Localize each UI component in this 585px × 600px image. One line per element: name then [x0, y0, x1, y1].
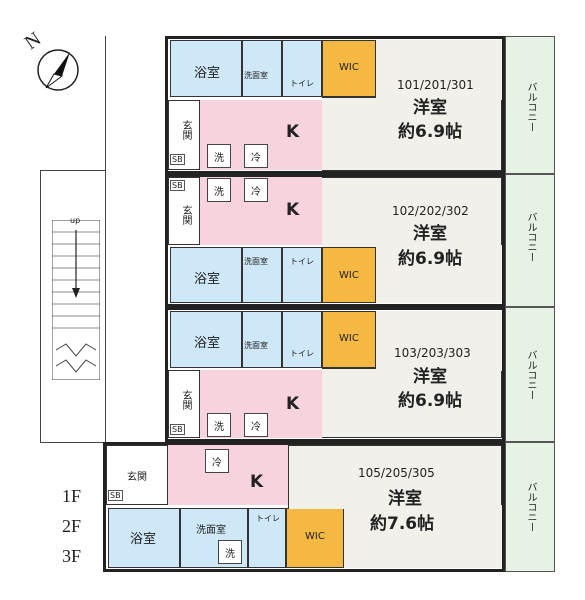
unit-103-balcony [505, 307, 555, 442]
floor-label-1f: 1F [62, 486, 82, 506]
unit-103-wic [322, 311, 376, 368]
unit-102-room-lower [376, 245, 502, 303]
unit-105-room-lower [344, 505, 502, 568]
compass-icon [37, 49, 79, 91]
unit-101-washroom-label: 洗面室 [244, 71, 268, 80]
unit-105-entrance-label: 玄関 [127, 472, 147, 483]
unit-105-bath [108, 508, 180, 568]
unit-102-balcony-label: バルコニー [525, 212, 536, 262]
unit-103-number: 103/203/303 [394, 346, 471, 360]
unit-103-wic-label: WIC [339, 333, 359, 344]
corridor-edge [40, 170, 105, 443]
unit-101-shoebox: SB [170, 154, 185, 165]
unit-102-toilet-label: トイレ [290, 257, 314, 266]
unit-101-wic [322, 40, 376, 97]
unit-102-wic-label: WIC [339, 270, 359, 281]
unit-102-balcony [505, 174, 555, 307]
unit-103-room-upper [376, 311, 502, 371]
unit-103 [165, 307, 505, 442]
unit-102-kitchen-label: K [286, 200, 300, 220]
unit-105-washroom-label: 洗面室 [196, 525, 226, 536]
unit-102-bath [170, 247, 242, 303]
unit-103-washroom-label: 洗面室 [244, 341, 268, 350]
unit-105-room-type: 洋室 [388, 489, 422, 509]
unit-103-kitchen-label: K [286, 394, 300, 414]
unit-101-room-size: 約6.9帖 [398, 122, 463, 142]
unit-101-toilet-label: トイレ [290, 79, 314, 88]
floor-label-3f: 3F [62, 546, 82, 566]
unit-105-washer: 洗 [218, 540, 242, 564]
unit-102-bath-label: 浴室 [194, 272, 221, 287]
unit-102 [165, 174, 505, 307]
unit-101-bath-label: 浴室 [194, 66, 221, 81]
unit-103-room-type: 洋室 [413, 367, 447, 387]
unit-102-number: 102/202/302 [392, 204, 469, 218]
unit-101-room-upper [376, 40, 502, 100]
unit-103-bath [170, 311, 242, 368]
unit-105-wic-label: WIC [305, 531, 325, 542]
unit-105-wic [286, 508, 344, 568]
unit-101-balcony-label: バルコニー [525, 82, 536, 132]
unit-105-kitchen-label: K [250, 472, 264, 492]
unit-105-number: 105/205/305 [358, 466, 435, 480]
unit-102-washroom-label: 洗面室 [244, 257, 268, 266]
unit-102-wic [322, 247, 376, 303]
unit-102-shoebox: SB [170, 180, 185, 191]
unit-103-washer: 洗 [207, 413, 231, 437]
unit-101-wic-label: WIC [339, 62, 359, 73]
unit-105-room-size: 約7.6帖 [370, 514, 435, 534]
unit-101-washer: 洗 [207, 144, 231, 168]
unit-103-room [322, 368, 502, 438]
stairs-up-label: up [70, 216, 81, 225]
unit-105-bath-label: 浴室 [130, 532, 157, 547]
staircase: up [51, 216, 101, 381]
corridor [105, 36, 167, 443]
unit-105-room [288, 445, 502, 509]
unit-105-balcony [505, 442, 555, 572]
unit-102-washroom [242, 247, 282, 303]
unit-101-kitchen-label: K [286, 122, 300, 142]
unit-101-washroom [242, 40, 282, 97]
unit-102-toilet [282, 247, 322, 303]
unit-103-toilet [282, 311, 322, 368]
unit-102-room [322, 177, 502, 247]
unit-101-entrance-label: 玄関 [180, 120, 191, 140]
floor-label-2f: 2F [62, 516, 82, 536]
unit-102-entrance-label: 玄関 [180, 205, 191, 225]
unit-105-shoebox: SB [108, 490, 123, 501]
unit-105-toilet [248, 508, 286, 568]
compass: N [18, 28, 88, 100]
unit-101-toilet [282, 40, 322, 97]
unit-101-fridge: 冷 [244, 144, 268, 168]
unit-102-fridge: 冷 [244, 178, 268, 202]
stairs-icon [51, 219, 101, 381]
unit-101-number: 101/201/301 [397, 78, 474, 92]
unit-103-toilet-label: トイレ [290, 349, 314, 358]
unit-102-room-type: 洋室 [413, 224, 447, 244]
unit-102-washer: 洗 [207, 178, 231, 202]
unit-101 [165, 36, 505, 174]
unit-105-balcony-label: バルコニー [525, 482, 536, 532]
unit-105-fridge: 冷 [205, 449, 229, 473]
unit-103-balcony-label: バルコニー [525, 350, 536, 400]
unit-101-bath [170, 40, 242, 97]
unit-105-toilet-label: トイレ [256, 514, 280, 523]
unit-103-washroom [242, 311, 282, 368]
unit-103-fridge: 冷 [244, 413, 268, 437]
unit-103-shoebox: SB [170, 424, 185, 435]
unit-103-entrance-label: 玄関 [180, 390, 191, 410]
unit-101-room [322, 97, 502, 171]
unit-103-room-size: 約6.9帖 [398, 391, 463, 411]
unit-102-room-size: 約6.9帖 [398, 249, 463, 269]
unit-101-room-type: 洋室 [413, 98, 447, 118]
unit-105 [103, 442, 505, 572]
unit-103-bath-label: 浴室 [194, 336, 221, 351]
unit-101-balcony [505, 36, 555, 174]
